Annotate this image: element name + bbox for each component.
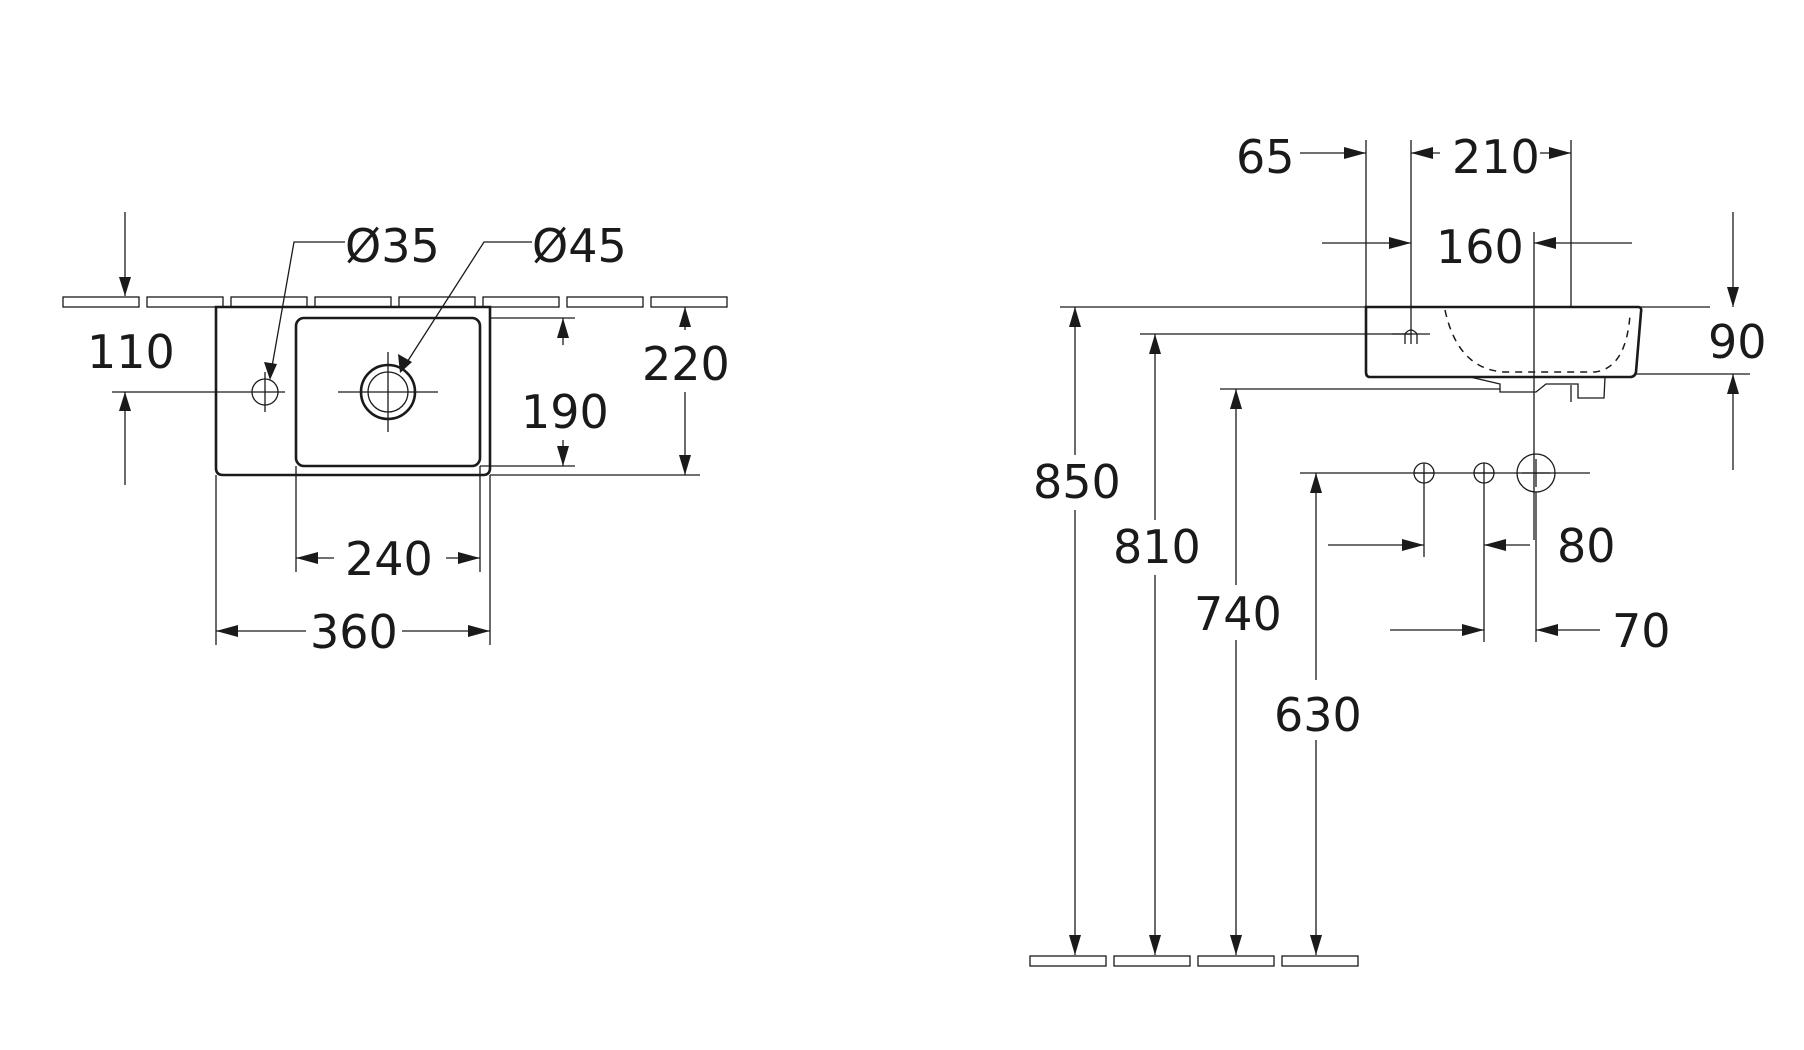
basin-profile: [1364, 305, 1643, 379]
supply-connection-left: [1413, 462, 1435, 484]
top-view: Ø35 Ø45 110 190 220 240 360: [62, 212, 730, 659]
waste-connection: [1516, 453, 1556, 493]
dim-tap-to-front: 210: [1452, 130, 1540, 184]
side-view: 65 210 160 90 850 810 740 630 80 70: [1029, 130, 1767, 967]
dim-bowl-width: 240: [345, 532, 433, 586]
basin-outline: [214, 305, 492, 477]
dim-total-width: 360: [310, 605, 398, 659]
dim-top-height: 850: [1033, 455, 1121, 509]
dim-basin-height: 90: [1708, 315, 1767, 369]
dim-bowl-depth: 190: [521, 385, 609, 439]
dim-tap-hole-offset: 110: [87, 325, 175, 379]
dim-tap-offset: 65: [1236, 130, 1295, 184]
supply-connection-right: [1473, 462, 1495, 484]
wall-tiles-top: [62, 296, 728, 308]
dim-supply-spacing: 80: [1557, 519, 1616, 573]
tap-hole: [245, 372, 285, 412]
dim-connection-height: 630: [1274, 688, 1362, 742]
dim-tap-hole-height: 810: [1113, 520, 1201, 574]
waste-outlet: [338, 352, 438, 432]
dim-waste-offset: 160: [1436, 220, 1524, 274]
dim-waste-diameter: Ø45: [532, 219, 627, 273]
dim-underside-height: 740: [1194, 587, 1282, 641]
bowl-outline: [294, 316, 482, 468]
dim-total-depth: 220: [642, 337, 730, 391]
floor-tiles: [1029, 955, 1359, 967]
dim-waste-spacing: 70: [1612, 604, 1671, 658]
dim-tap-hole-diameter: Ø35: [345, 219, 440, 273]
